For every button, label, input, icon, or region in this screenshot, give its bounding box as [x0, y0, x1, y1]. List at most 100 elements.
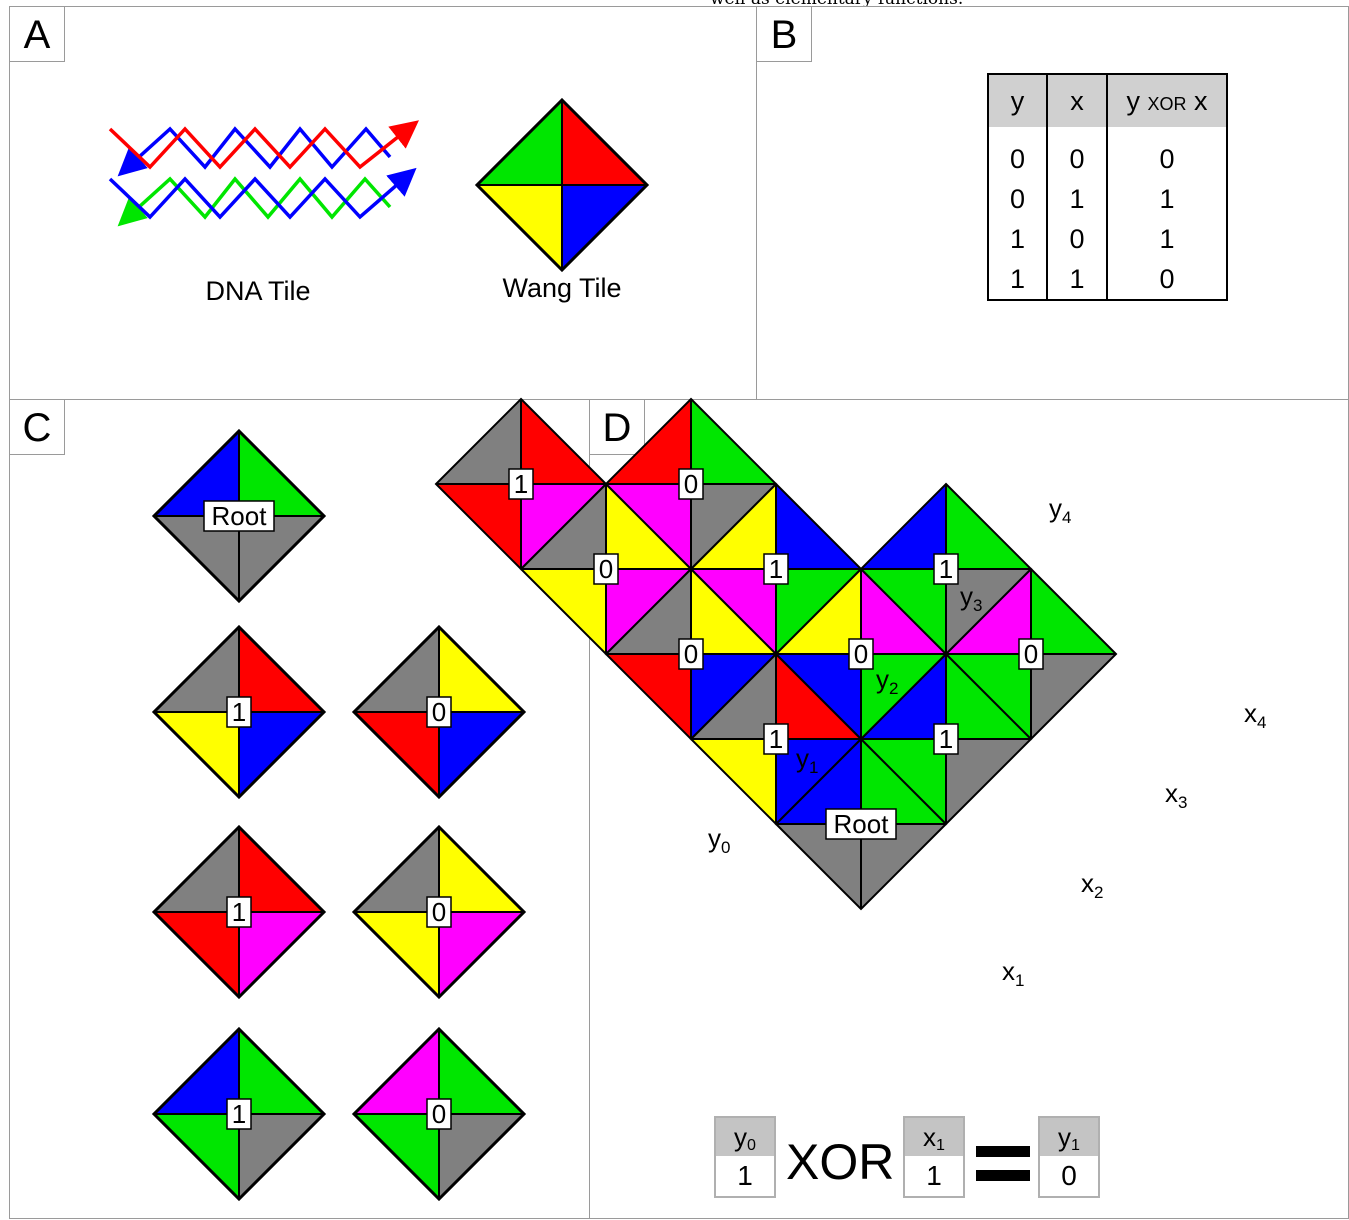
- tile-label-box: [933, 723, 959, 755]
- table-header-row: y x y XOR x: [988, 74, 1227, 127]
- assembly-tile-label: 1: [763, 553, 789, 585]
- tile-label-box: [763, 723, 789, 755]
- tile-label-box: [678, 468, 704, 500]
- x-input-subscript: 3: [1178, 793, 1187, 812]
- header-output: y XOR x: [1107, 74, 1227, 127]
- tile-label: 1: [514, 469, 528, 499]
- tile-label-box: [426, 696, 452, 728]
- tile-label: 1: [232, 897, 246, 927]
- tile-label: 0: [432, 897, 446, 927]
- tile-label: 1: [769, 724, 783, 754]
- dna-tile: [108, 120, 419, 227]
- tile-outline: [151, 428, 327, 604]
- wang-tile-label: Wang Tile: [502, 273, 621, 303]
- tile-label-box: [226, 896, 252, 928]
- tile-label-box: [426, 1098, 452, 1130]
- tile-label-box: [678, 638, 704, 670]
- tile-outline: [151, 1026, 327, 1202]
- tile-label: 1: [939, 554, 953, 584]
- equation-xor-word: XOR: [786, 1134, 895, 1190]
- tile-label: 0: [684, 469, 698, 499]
- rule-tile: 1: [151, 624, 327, 800]
- y-input-label: y0: [708, 823, 730, 857]
- assembly-tile-label: 1: [763, 723, 789, 755]
- tile-label-box: [203, 500, 275, 532]
- x-input-label: x1: [1002, 956, 1024, 990]
- assembly-tile-label: 1: [933, 553, 959, 585]
- assembly-tile-label: 1: [508, 468, 534, 500]
- assembly-tile-label: 0: [1018, 638, 1044, 670]
- dna-strand-red: [108, 120, 419, 170]
- panel-a: A DNA Tile Wang Tile: [9, 6, 757, 400]
- tile-label: Root: [834, 809, 890, 839]
- tile-label-box: [508, 468, 534, 500]
- tile-label-box: [593, 553, 619, 585]
- assembly-tile: [604, 397, 778, 571]
- tile-label-box: [226, 1098, 252, 1130]
- panel-b-letter: B: [756, 6, 812, 62]
- equation-x1-box: x1 1: [903, 1116, 965, 1198]
- root-tile: Root: [151, 428, 327, 604]
- tile-outline: [351, 824, 527, 1000]
- dna-tile-label: DNA Tile: [205, 276, 310, 306]
- tile-label-box: [1018, 638, 1044, 670]
- tile-label: 1: [232, 697, 246, 727]
- tile-label: Root: [212, 501, 268, 531]
- rule-tile: 0: [351, 824, 527, 1000]
- wang-tile: [474, 97, 650, 273]
- tile-outline: [351, 1026, 527, 1202]
- assembly-tile-label: 0: [593, 553, 619, 585]
- y-input-subscript: 4: [1062, 508, 1071, 527]
- caption-fragment: well as elementary functions.: [710, 0, 963, 9]
- assembly-tile-label: 1: [933, 723, 959, 755]
- rule-tile: 1: [151, 1026, 327, 1202]
- tile-label: 0: [432, 697, 446, 727]
- tile-label: 0: [684, 639, 698, 669]
- panel-c-letter: C: [9, 399, 65, 455]
- panel-d-letter: D: [589, 399, 645, 455]
- assembly-tile-label: 0: [678, 638, 704, 670]
- x-input-label: x4: [1244, 698, 1266, 732]
- tile-label: 0: [599, 554, 613, 584]
- rule-tile: 0: [351, 1026, 527, 1202]
- tile-outline: [151, 624, 327, 800]
- tile-label: 1: [769, 554, 783, 584]
- tile-label-box: [426, 896, 452, 928]
- tile-label-box: [933, 553, 959, 585]
- tile-label-box: [763, 553, 789, 585]
- assembly-tile-label: 0: [848, 638, 874, 670]
- dna-strand-blue-bottom: [108, 167, 417, 220]
- tile-label: 1: [939, 724, 953, 754]
- y-input-subscript: 2: [889, 679, 898, 698]
- assembly-tile-label: Root: [825, 808, 897, 840]
- y-input-subscript: 3: [973, 596, 982, 615]
- tile-outline: [434, 397, 608, 571]
- x-input-subscript: 4: [1257, 713, 1266, 732]
- panel-c-tile-set: Root 1 0 1 0 1 0: [151, 428, 527, 1202]
- equals-sign-top: [976, 1146, 1030, 1157]
- equation-y1-box: y1 0: [1038, 1116, 1100, 1198]
- tile-label: 0: [854, 639, 868, 669]
- header-x: x: [1047, 74, 1108, 127]
- y-input-label: y4: [1049, 493, 1071, 527]
- tile-label-box: [848, 638, 874, 670]
- tile-label: 1: [232, 1099, 246, 1129]
- tile-label: 0: [1024, 639, 1038, 669]
- tile-outline: [604, 397, 778, 571]
- x-input-label: x3: [1165, 778, 1187, 812]
- dna-strand-green: [117, 176, 392, 227]
- header-y: y: [988, 74, 1048, 127]
- panel-a-diagram: DNA Tile Wang Tile: [108, 97, 650, 306]
- rule-tile: 0: [351, 624, 527, 800]
- panel-a-letter: A: [9, 6, 65, 62]
- tile-label: 0: [432, 1099, 446, 1129]
- rule-tile: 1: [151, 824, 327, 1000]
- x-input-subscript: 1: [1015, 971, 1024, 990]
- dna-strand-blue-top: [117, 126, 392, 177]
